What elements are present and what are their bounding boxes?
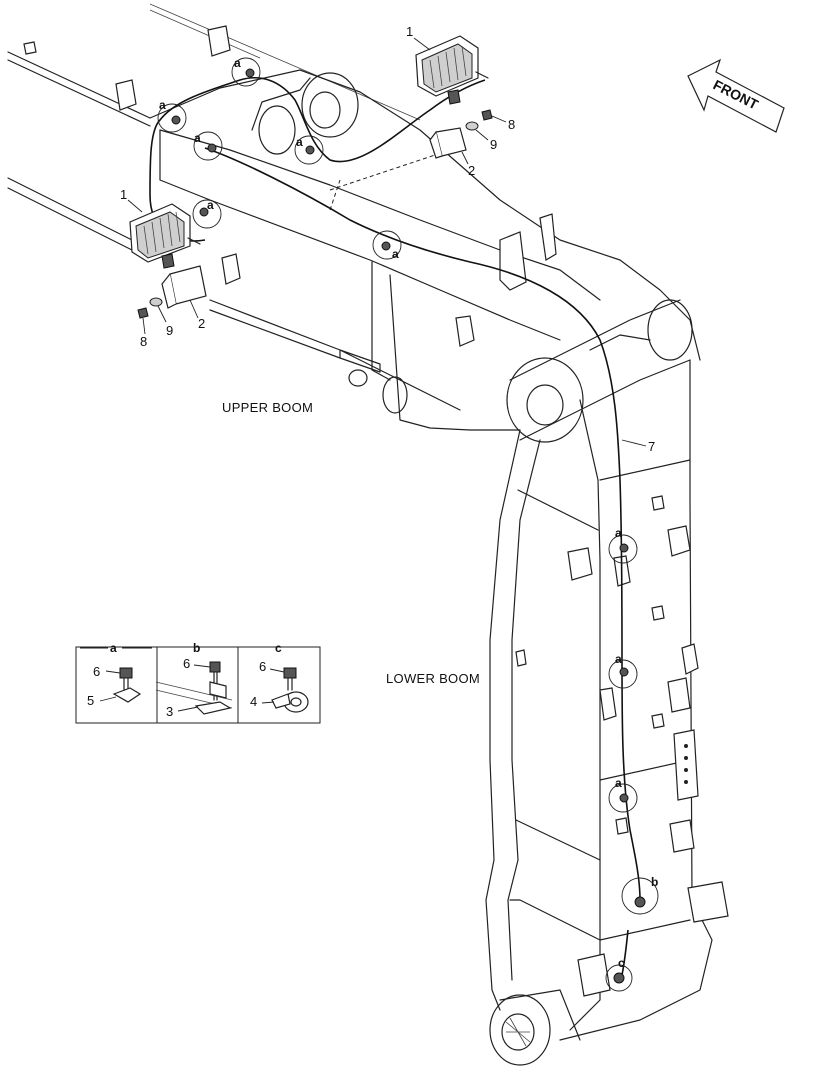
clip-letter-a: a (615, 526, 622, 540)
upper-boom (7, 3, 701, 431)
detail-title-a: a (110, 641, 117, 655)
wire-harness (149, 77, 641, 976)
washer-left (149, 297, 163, 307)
detail-b-part-6: 6 (183, 656, 190, 671)
detail-c-part-6: 6 (259, 659, 266, 674)
clip-letter-a: a (615, 776, 622, 790)
callout-bracket-right: 2 (468, 163, 475, 178)
callout-harness: 7 (648, 439, 655, 454)
clip-letter-a: a (234, 56, 241, 70)
callout-lamp-right: 1 (406, 24, 413, 39)
clip-letter-c: c (618, 956, 625, 970)
clip-detail-box: a b c 6 5 6 3 (75, 641, 321, 724)
lower-boom-label: LOWER BOOM (386, 671, 480, 686)
clip-letter-a: a (296, 135, 303, 149)
detail-title-b: b (193, 641, 200, 655)
lamp-bracket-right (429, 127, 467, 159)
detail-a-parts: 6 5 (87, 664, 142, 708)
detail-c-part-4: 4 (250, 694, 257, 709)
detail-a-part-6: 6 (93, 664, 100, 679)
boom-hinge-joint (506, 299, 693, 443)
callout-bolt-left: 8 (140, 334, 147, 349)
detail-b-parts: 6 3 (155, 656, 233, 719)
detail-b-part-3: 3 (166, 704, 173, 719)
washer-right (465, 121, 479, 131)
callout-lamp-left: 1 (120, 187, 127, 202)
clip-markers (157, 57, 659, 992)
callout-bracket-left: 2 (198, 316, 205, 331)
clip-letter-a: a (392, 247, 399, 261)
clip-letter-a: a (159, 98, 166, 112)
front-arrow: FRONT (687, 58, 785, 133)
lamp-bracket-left (161, 265, 207, 309)
callout-washer-left: 9 (166, 323, 173, 338)
upper-boom-label: UPPER BOOM (222, 400, 313, 415)
detail-c-parts: 6 4 (250, 659, 309, 713)
callout-washer-right: 9 (490, 137, 497, 152)
lower-boom (485, 359, 729, 1066)
clip-letter-a: a (207, 198, 214, 212)
clip-letters: a a a a a a a a a b c (159, 56, 658, 970)
callouts: 1 1 2 2 8 9 8 9 7 (120, 24, 655, 454)
detail-a-part-5: 5 (87, 693, 94, 708)
work-lamp-left (129, 203, 201, 269)
clip-letter-a: a (194, 131, 201, 145)
clip-letter-a: a (615, 652, 622, 666)
bolt-right (481, 109, 493, 121)
work-lamp-right (415, 35, 489, 105)
callout-bolt-right: 8 (508, 117, 515, 132)
clip-letter-b: b (651, 875, 658, 889)
detail-title-c: c (275, 641, 282, 655)
bolt-left (137, 307, 149, 319)
